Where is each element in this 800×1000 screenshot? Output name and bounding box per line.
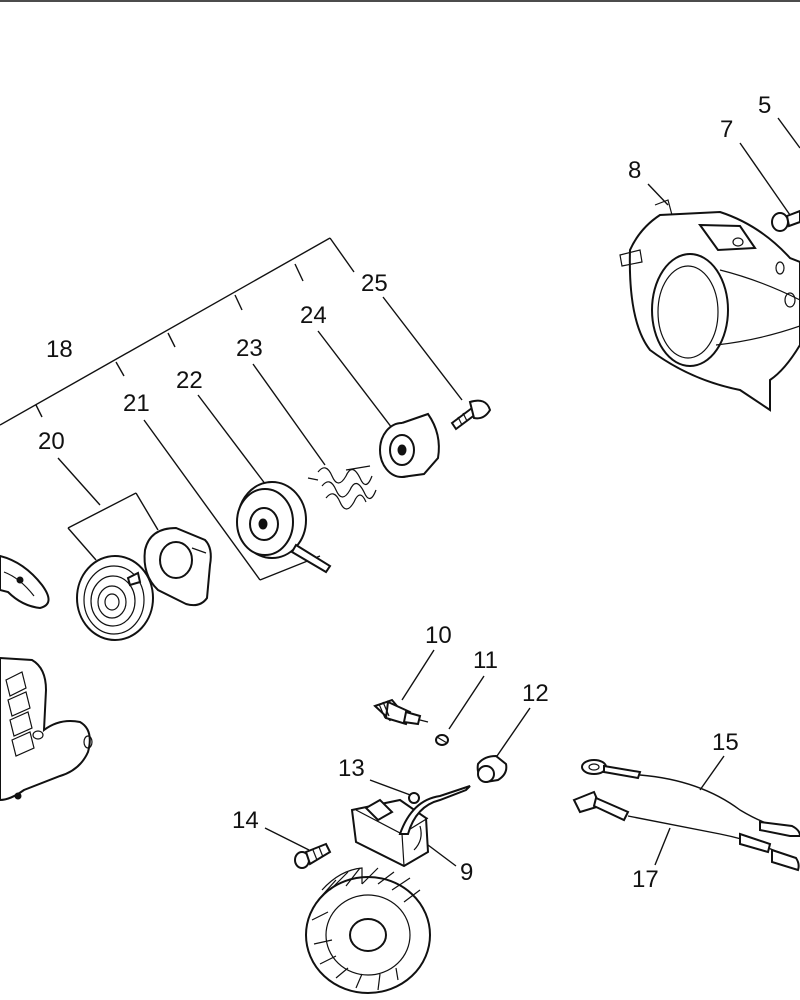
- part-7-screw: [771, 209, 800, 232]
- label-7: 7: [720, 116, 733, 143]
- part-8-fan-housing: [619, 199, 800, 412]
- label-14: 14: [232, 807, 259, 834]
- label-17: 17: [632, 866, 659, 893]
- label-11: 11: [473, 647, 498, 674]
- part-20-spring-cover: [143, 526, 212, 607]
- label-10: 10: [425, 622, 452, 649]
- part-10-spark-plug: [373, 698, 429, 726]
- label-23: 23: [236, 335, 263, 362]
- label-8: 8: [628, 157, 641, 184]
- part-13-screw: [408, 792, 420, 804]
- part-14-screw: [294, 842, 332, 869]
- label-12: 12: [522, 680, 549, 707]
- label-15: 15: [712, 729, 739, 756]
- part-25-screw: [450, 399, 492, 431]
- label-25: 25: [361, 270, 388, 297]
- part-12-plug-boot: [476, 754, 508, 784]
- label-13: 13: [338, 755, 365, 782]
- part-22-pulley: [236, 481, 332, 574]
- part-20-recoil-spring: [76, 555, 154, 641]
- part-24-hub: [379, 412, 440, 478]
- label-5: 5: [758, 92, 771, 119]
- label-21: 21: [123, 390, 150, 417]
- part-9-ignition-coil: [350, 785, 471, 868]
- label-24: 24: [300, 302, 327, 329]
- left-starter-handle: [0, 554, 50, 610]
- label-22: 22: [176, 367, 203, 394]
- label-18: 18: [46, 336, 73, 363]
- label-20: 20: [38, 428, 65, 455]
- label-9: 9: [460, 859, 473, 886]
- flywheel: [305, 867, 431, 994]
- part-15-wire: [581, 759, 800, 837]
- part-11-nut: [435, 734, 449, 746]
- part-23-spring: [307, 465, 377, 510]
- part-17-wire: [572, 790, 800, 872]
- left-starter-housing: [0, 656, 93, 802]
